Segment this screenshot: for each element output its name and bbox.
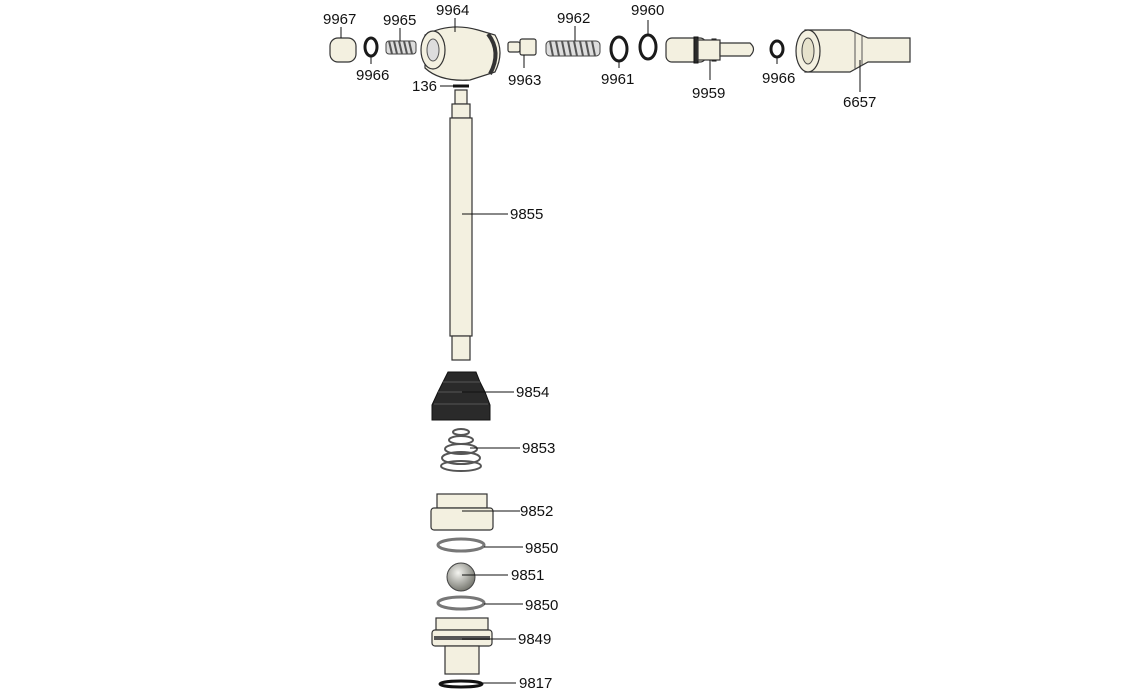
svg-text:9852: 9852 — [520, 503, 553, 520]
svg-text:9817: 9817 — [519, 675, 552, 690]
svg-text:9967: 9967 — [323, 11, 356, 28]
part-9967-cap: 9967 — [323, 11, 357, 63]
part-9961-ring: 9961 — [601, 35, 634, 88]
part-9854-boot: 9854 — [431, 371, 549, 421]
svg-text:9966: 9966 — [356, 67, 389, 84]
svg-text:6657: 6657 — [843, 94, 876, 111]
part-9853-spring: 9853 — [440, 428, 555, 472]
svg-text:9965: 9965 — [383, 12, 416, 29]
svg-text:9962: 9962 — [557, 10, 590, 27]
svg-text:9853: 9853 — [522, 440, 555, 457]
svg-text:9850: 9850 — [525, 597, 558, 614]
part-9850-washer: 9850 — [436, 595, 558, 614]
part-9962-spring: 9962 — [545, 10, 601, 57]
svg-text:9961: 9961 — [601, 71, 634, 88]
svg-text:136: 136 — [412, 78, 437, 95]
part-9817-oring: 9817 — [438, 675, 552, 690]
part-9851-ball: 9851 — [446, 562, 544, 592]
part-9966-ring: 9966 — [356, 36, 389, 84]
part-9959-nozzle: 9959 — [665, 36, 755, 102]
part-9850-washer: 9850 — [436, 537, 558, 557]
svg-text:9849: 9849 — [518, 631, 551, 648]
svg-text:9959: 9959 — [692, 85, 725, 102]
part-6657-housing: 6657 — [795, 29, 911, 111]
part-9966-ring: 9966 — [762, 39, 795, 87]
part-9852-seat: 9852 — [430, 493, 553, 531]
part-9849-base: 9849 — [431, 617, 551, 675]
svg-text:9851: 9851 — [511, 567, 544, 584]
svg-text:9963: 9963 — [508, 72, 541, 89]
part-9855-shaft: 9855 — [449, 89, 543, 361]
svg-text:9966: 9966 — [762, 70, 795, 87]
svg-text:9960: 9960 — [631, 2, 664, 19]
part-9964-body: 9964 — [420, 2, 501, 81]
svg-text:9964: 9964 — [436, 2, 469, 19]
svg-text:9850: 9850 — [525, 540, 558, 557]
part-9965-spring: 9965 — [383, 12, 417, 55]
part-9960-ring: 9960 — [631, 2, 664, 61]
svg-text:9855: 9855 — [510, 206, 543, 223]
part-136-pin: 136 — [412, 78, 469, 95]
svg-text:9854: 9854 — [516, 384, 549, 401]
part-9963-valve: 9963 — [507, 38, 541, 89]
